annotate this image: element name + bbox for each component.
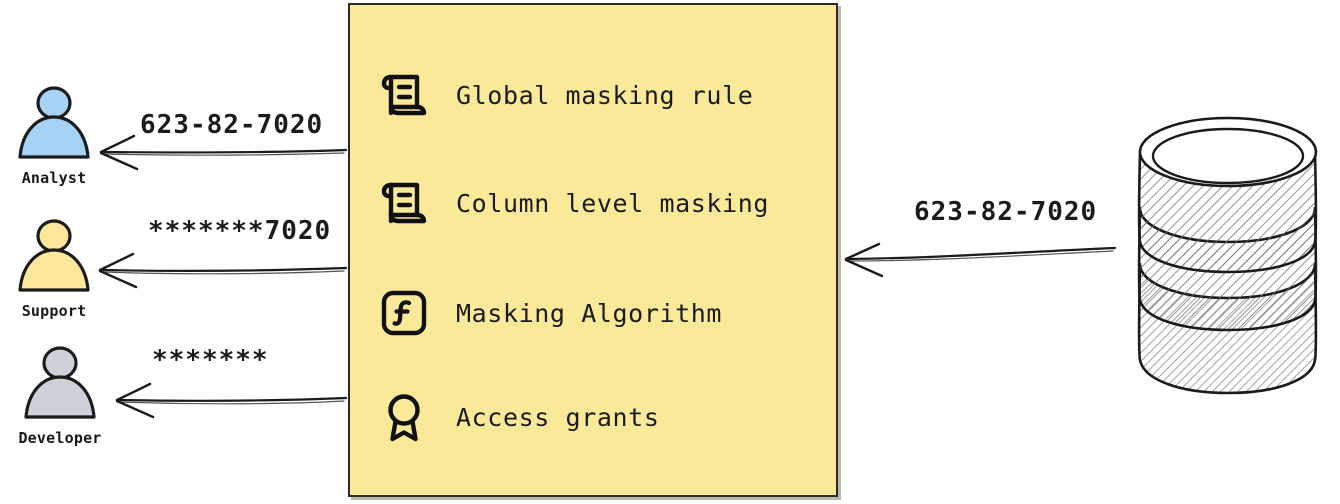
flow-label-developer: *******: [152, 345, 269, 375]
person-head: [42, 346, 78, 380]
award-icon: [388, 394, 420, 442]
person-head: [36, 219, 72, 253]
database-top-inner: [1151, 127, 1305, 185]
database-cylinder-icon[interactable]: [1118, 112, 1336, 402]
actor-support[interactable]: Support: [6, 218, 102, 320]
policy-item-label: Masking Algorithm: [456, 298, 723, 328]
person-body: [18, 115, 90, 159]
policy-item-masking-algorithm[interactable]: Masking Algorithm: [378, 283, 722, 343]
policy-item-access-grants[interactable]: Access grants: [378, 387, 659, 447]
person-body: [18, 248, 90, 292]
database-disc-top: [1137, 116, 1318, 274]
function-icon-frame: [381, 290, 427, 336]
flow-label-database: 623-82-7020: [914, 197, 1098, 227]
arrow-to-support: [98, 252, 348, 289]
actor-developer[interactable]: Developer: [12, 345, 108, 447]
arrow-database-to-policy: [844, 242, 1117, 278]
person-head: [36, 86, 72, 120]
arrow-to-developer: [115, 382, 348, 419]
policy-item-label: Column level masking: [456, 188, 770, 218]
scroll-icon: [381, 182, 427, 224]
actor-analyst[interactable]: Analyst: [6, 85, 102, 187]
policy-item-label: Access grants: [456, 402, 660, 432]
policy-item-global-masking-rule[interactable]: Global masking rule: [378, 65, 753, 125]
actor-label-analyst: Analyst: [21, 169, 87, 187]
award-icon-ribbon: [390, 419, 418, 442]
person-icon: [18, 219, 90, 292]
person-icon: [18, 86, 90, 159]
masking-policy-box: Global masking rule Column level masking: [348, 3, 838, 497]
person-body: [24, 375, 96, 419]
actor-label-developer: Developer: [18, 429, 102, 447]
scroll-icon: [381, 74, 427, 116]
actor-label-support: Support: [21, 302, 87, 320]
award-icon-medal: [388, 394, 420, 426]
arrow-to-analyst: [99, 134, 348, 171]
flow-label-analyst: 623-82-7020: [140, 110, 324, 140]
person-icon: [24, 346, 96, 419]
policy-item-column-level-masking[interactable]: Column level masking: [378, 173, 769, 233]
flow-label-support: *******7020: [148, 216, 332, 246]
policy-item-label: Global masking rule: [456, 80, 754, 110]
function-icon: [381, 290, 427, 336]
